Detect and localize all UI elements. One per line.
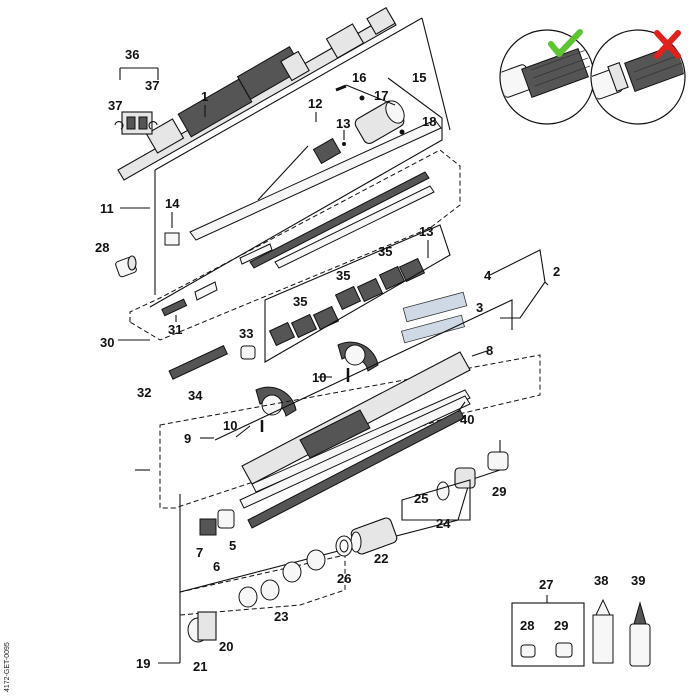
callout-27: 27	[539, 577, 553, 592]
callout-30: 30	[100, 335, 114, 350]
callout-lines-15	[149, 77, 443, 308]
sleeve-22	[350, 517, 398, 555]
callouts: 36 37 37 1 12 13 16 15 17 18 11 14 28 13…	[95, 47, 645, 674]
callout-37-right: 37	[145, 78, 159, 93]
callout-13-mid: 13	[419, 224, 433, 239]
callout-13-top: 13	[336, 116, 350, 131]
callout-19: 19	[136, 656, 150, 671]
callout-8: 8	[486, 343, 493, 358]
drive-shaft	[117, 6, 397, 181]
callout-17: 17	[374, 88, 388, 103]
pin-31	[161, 298, 188, 317]
callout-31: 31	[168, 322, 182, 337]
callout-26: 26	[337, 571, 351, 586]
nut-21	[187, 611, 217, 643]
group-11	[154, 17, 451, 301]
callout-11: 11	[100, 201, 114, 216]
callout-10-upper: 10	[312, 370, 326, 385]
bearing-group-frame	[264, 224, 451, 363]
callout-29-kit: 29	[554, 618, 568, 633]
bearing-set-35	[268, 257, 426, 347]
group-24-frame	[401, 479, 471, 521]
bushing-28	[115, 255, 137, 278]
callout-40: 40	[460, 412, 474, 427]
bushing-25	[436, 481, 450, 501]
leader-lines	[118, 105, 491, 664]
check-icon	[548, 29, 583, 57]
callout-39: 39	[631, 573, 645, 588]
callout-7: 7	[196, 545, 203, 560]
rings-23	[238, 549, 326, 608]
coupling-36	[114, 67, 159, 135]
callout-38: 38	[594, 573, 608, 588]
bushing-15	[354, 95, 405, 144]
callout-6: 6	[213, 559, 220, 574]
callout-37-left: 37	[108, 98, 122, 113]
callout-lines-2	[489, 249, 549, 319]
group-9-frame	[214, 299, 513, 441]
callout-9: 9	[184, 431, 191, 446]
bottle-39	[629, 601, 651, 667]
callout-2: 2	[553, 264, 560, 279]
callout-35-a: 35	[378, 244, 392, 259]
figure-code: 4172-GET-0095	[4, 642, 11, 692]
callout-16: 16	[352, 70, 366, 85]
callout-36: 36	[125, 47, 139, 62]
screw-16	[335, 84, 347, 92]
spring-3	[401, 314, 465, 344]
callout-1: 1	[201, 89, 208, 104]
kit-27	[511, 595, 585, 667]
callout-5: 5	[229, 538, 236, 553]
spring-4	[402, 291, 468, 323]
callout-15: 15	[412, 70, 426, 85]
callout-34: 34	[188, 388, 203, 403]
inset-incorrect	[590, 29, 686, 125]
callout-12: 12	[308, 96, 322, 111]
callout-21: 21	[193, 659, 207, 674]
callout-35-c: 35	[293, 294, 307, 309]
callout-22: 22	[374, 551, 388, 566]
callout-29-right: 29	[492, 484, 506, 499]
callout-24: 24	[436, 516, 451, 531]
callout-3: 3	[476, 300, 483, 315]
callout-4: 4	[484, 268, 492, 283]
clamp-lower	[255, 386, 297, 432]
callout-23: 23	[274, 609, 288, 624]
callout-14: 14	[165, 196, 180, 211]
callout-28-top: 28	[95, 240, 109, 255]
callout-25: 25	[414, 491, 428, 506]
callout-33: 33	[239, 326, 253, 341]
sleeve-5	[217, 509, 235, 529]
pin-32	[168, 345, 228, 380]
washer-33	[240, 345, 256, 360]
tube-assembly	[239, 351, 471, 529]
tube-38	[592, 598, 614, 664]
sleeve-24	[454, 467, 476, 489]
cross-icon	[654, 30, 681, 59]
callout-20: 20	[219, 639, 233, 654]
inset-correct	[499, 29, 595, 125]
callout-35-b: 35	[336, 268, 350, 283]
callout-32: 32	[137, 385, 151, 400]
bushing-29	[487, 451, 509, 471]
callout-10-lower: 10	[223, 418, 237, 433]
bearing-13-top	[312, 137, 346, 165]
washer-26	[335, 535, 353, 557]
callout-18: 18	[422, 114, 436, 129]
group-30-outline	[129, 149, 461, 341]
callout-28-kit: 28	[520, 618, 534, 633]
clamp-upper	[337, 341, 379, 382]
gear-7	[199, 518, 217, 536]
